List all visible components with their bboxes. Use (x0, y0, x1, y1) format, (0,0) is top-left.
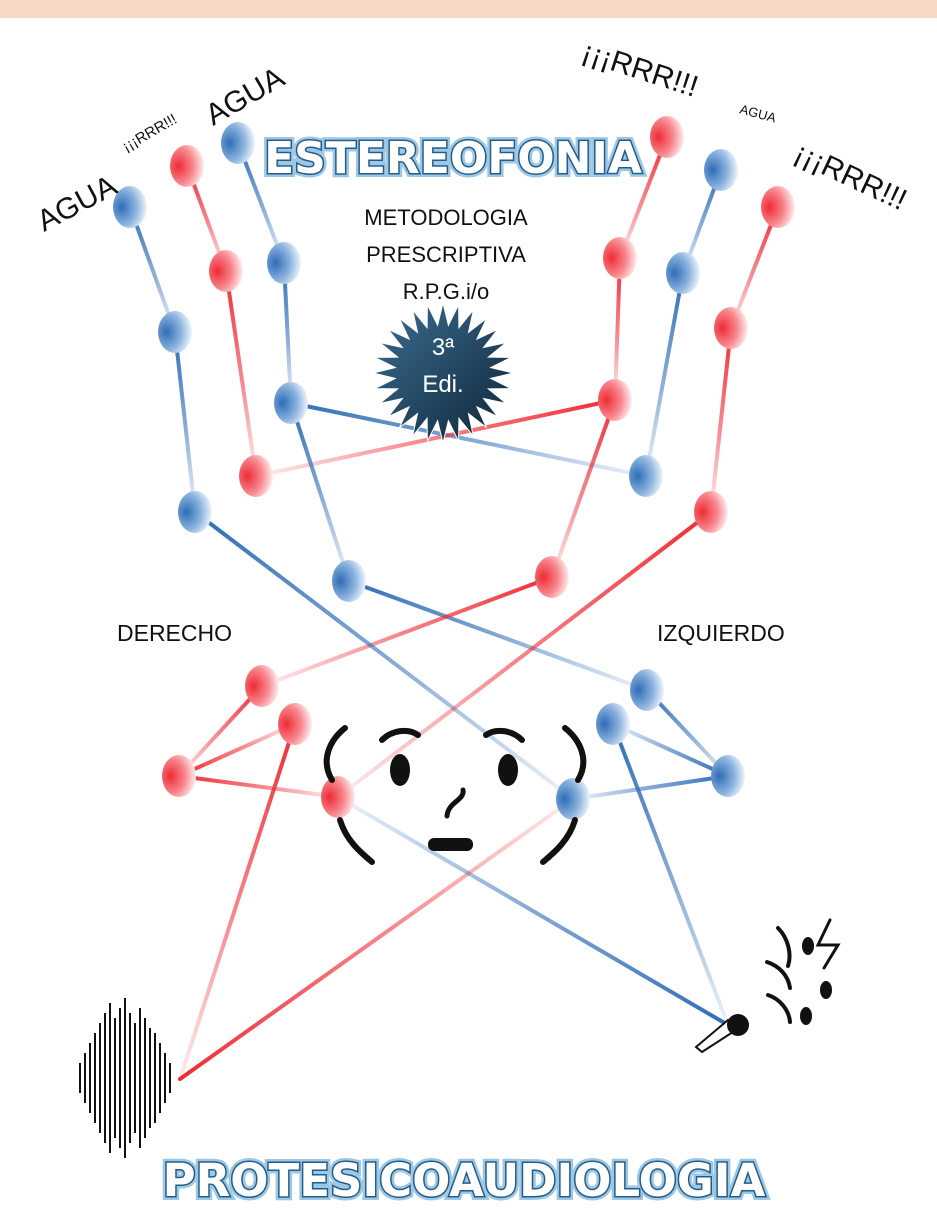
subtitle-line-3: R.P.G.i/o (403, 279, 489, 304)
link-r2-r3 (571, 774, 730, 801)
node-h2 (596, 703, 630, 745)
microphone-icon (694, 1014, 749, 1054)
shout-rrr-right: ¡¡¡RRR!!! (578, 35, 702, 103)
page-title-text: ESTEREOFONIA (264, 133, 642, 184)
link-c3-m1 (289, 401, 351, 583)
node-f2 (714, 307, 748, 349)
link-d1-d2 (618, 135, 669, 260)
shout-rrr-far-right: ¡¡¡RRR!!! (789, 136, 912, 217)
node-f1 (761, 186, 795, 228)
node-e3 (629, 455, 663, 497)
link-d2-d3 (613, 256, 622, 402)
label-izquierdo: IZQUIERDO (657, 620, 785, 646)
link-f3-l3 (336, 510, 713, 799)
link-d3-m2 (550, 398, 617, 579)
node-m1 (332, 560, 366, 602)
sound-wave-icon (79, 998, 171, 1158)
link-e2-e3 (644, 271, 685, 478)
connection-lines (128, 135, 780, 1081)
link-r1-r2 (645, 688, 730, 778)
link-c2-c3 (282, 261, 293, 405)
link-wave-r3 (178, 797, 575, 1081)
link-a2-a3 (173, 330, 197, 514)
link-h1-wave (178, 722, 297, 1081)
node-r2 (711, 755, 745, 797)
node-f3 (694, 491, 728, 533)
link-c3-e3 (289, 401, 648, 478)
shout-agua-left: AGUA (200, 61, 290, 132)
bottom-title: PROTESICOAUDIOLOGIA PROTESICOAUDIOLOGIA (159, 1150, 770, 1211)
link-l2-l3 (177, 774, 340, 799)
node-d1 (650, 116, 684, 158)
node-e2 (666, 252, 700, 294)
page-title: ESTEREOFONIA ESTEREOFONIA (260, 129, 646, 188)
link-l2-h1 (177, 722, 297, 778)
link-d3-b3 (254, 398, 617, 478)
link-mic-l3 (336, 795, 730, 1027)
node-l3 (321, 776, 355, 818)
edition-badge-line2: Edi. (422, 371, 463, 398)
node-a2 (158, 311, 192, 353)
node-h1 (278, 703, 312, 745)
face-icon (323, 725, 587, 865)
node-e1 (704, 149, 738, 191)
link-m1-r1 (347, 579, 649, 692)
node-a3 (178, 491, 212, 533)
link-b2-b3 (224, 269, 258, 478)
node-c1 (221, 122, 255, 164)
link-r2-h2 (611, 722, 730, 778)
node-r3 (556, 778, 590, 820)
node-l1 (245, 665, 279, 707)
edition-badge-line1: 3ª (432, 334, 454, 361)
link-l1-l2 (177, 684, 264, 778)
subtitle-line-2: PRESCRIPTIVA (366, 242, 526, 267)
node-r1 (630, 669, 664, 711)
node-b3 (239, 455, 273, 497)
node-d3 (598, 379, 632, 421)
link-f1-f2 (729, 205, 780, 330)
bottom-title-text: PROTESICOAUDIOLOGIA (163, 1154, 766, 1207)
node-b1 (170, 145, 204, 187)
shout-rrr-left: ¡¡¡RRR!!! (120, 111, 180, 156)
node-c2 (267, 242, 301, 284)
node-c3 (274, 382, 308, 424)
nodes (113, 116, 795, 820)
link-a1-a2 (128, 205, 177, 334)
shout-agua-far-left: AGUA (32, 169, 123, 238)
shout-agua-small-right: AGUA (738, 101, 778, 125)
bottom-title-shadow: PROTESICOAUDIOLOGIA (163, 1154, 766, 1207)
node-d2 (603, 237, 637, 279)
singing-notes-icon (765, 918, 841, 1025)
node-a1 (113, 186, 147, 228)
node-m2 (535, 556, 569, 598)
node-l2 (162, 755, 196, 797)
label-derecho: DERECHO (117, 620, 232, 646)
top-band (0, 0, 937, 18)
page-title-shadow: ESTEREOFONIA (264, 133, 642, 184)
node-b2 (209, 250, 243, 292)
subtitle-line-1: METODOLOGIA (364, 205, 528, 230)
edition-starburst-icon: 3ª Edi. (372, 302, 514, 444)
link-f2-f3 (709, 326, 733, 514)
link-a3-r3 (193, 510, 575, 801)
link-h2-mic (611, 722, 730, 1027)
link-c1-c2 (236, 141, 286, 265)
link-m2-l1 (260, 575, 554, 688)
